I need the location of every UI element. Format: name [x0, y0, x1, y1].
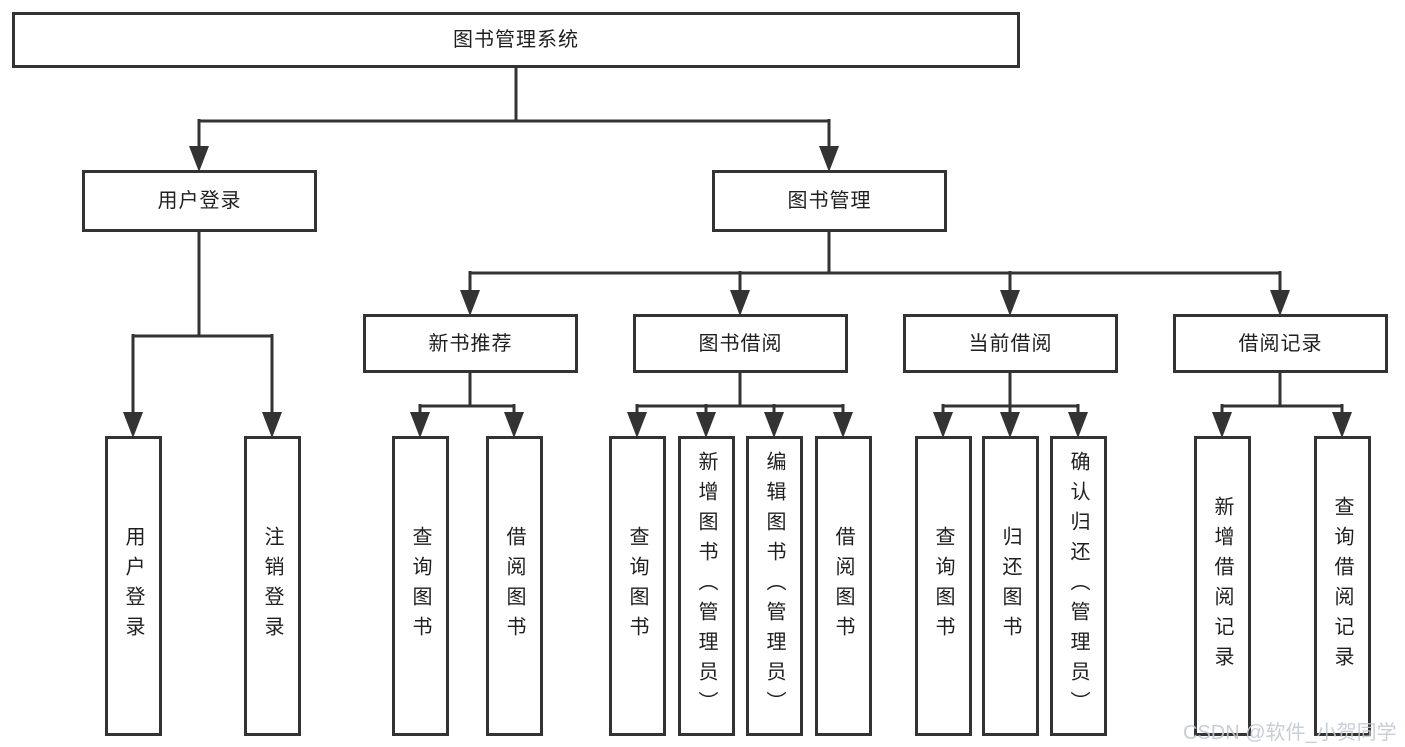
leaf-user-login: 用户登录 [104, 436, 162, 736]
leaf-borrow-book-recommend: 借阅图书 [485, 436, 543, 736]
connector-new-book-recommend [418, 373, 516, 426]
node-new-book-recommend: 新书推荐 [363, 314, 578, 373]
watermark: CSDN @软件_小贺同学 [1183, 722, 1397, 744]
leaf-query-book-current: 查询图书 [914, 436, 972, 736]
connector-user-login [131, 232, 274, 426]
leaf-query-book-recommend: 查询图书 [391, 436, 449, 736]
node-book-management: 图书管理 [712, 170, 947, 232]
connector-root [197, 68, 831, 150]
connector-book-management [468, 232, 1282, 304]
leaf-query-book-borrow: 查询图书 [608, 436, 666, 736]
leaf-add-borrow-record: 新增借阅记录 [1193, 436, 1251, 736]
leaf-return-book: 归还图书 [981, 436, 1039, 736]
node-current-borrow: 当前借阅 [903, 314, 1118, 373]
leaf-query-borrow-record: 查询借阅记录 [1313, 436, 1371, 736]
node-borrow-record: 借阅记录 [1173, 314, 1388, 373]
leaf-add-book-admin: 新增图书（管理员） [677, 436, 735, 736]
leaf-logout: 注销登录 [243, 436, 301, 736]
connector-book-borrow [635, 373, 845, 426]
node-user-login: 用户登录 [82, 170, 317, 232]
node-root: 图书管理系统 [12, 12, 1020, 68]
arrowheads [123, 146, 1352, 438]
leaf-edit-book-admin: 编辑图书（管理员） [745, 436, 803, 736]
connector-borrow-record [1220, 373, 1344, 426]
leaf-confirm-return-admin: 确认归还（管理员） [1049, 436, 1107, 736]
node-book-borrow: 图书借阅 [633, 314, 848, 373]
leaf-borrow-book: 借阅图书 [814, 436, 872, 736]
